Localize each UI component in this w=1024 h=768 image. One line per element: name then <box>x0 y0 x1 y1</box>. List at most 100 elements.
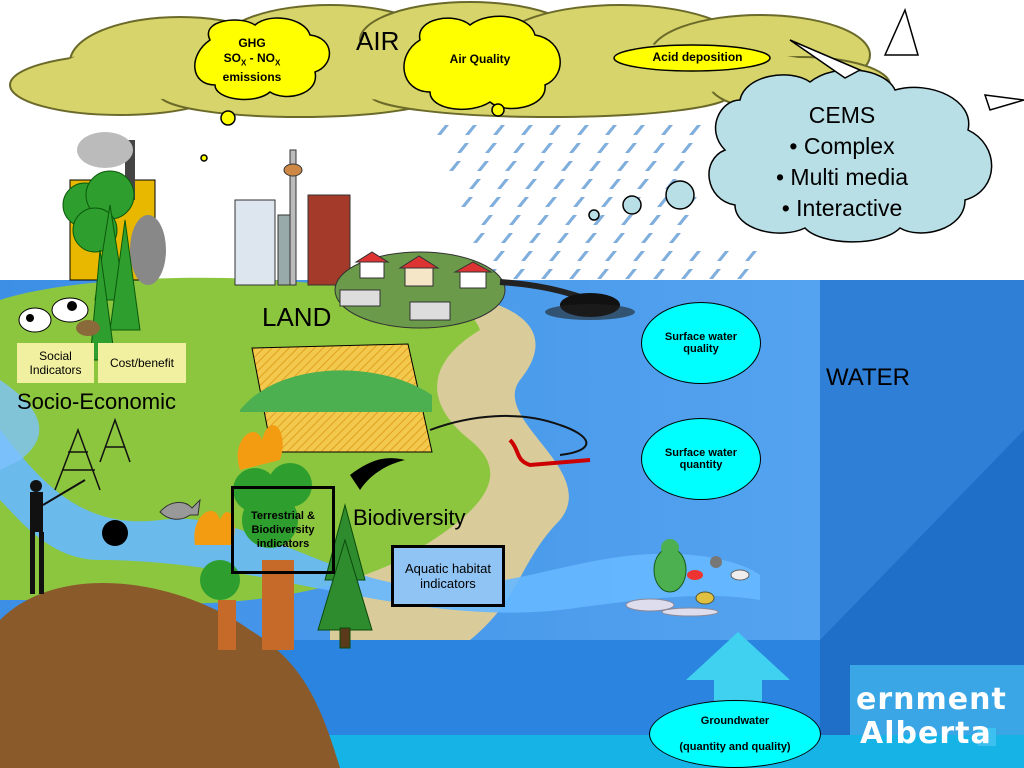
rain-drop <box>633 125 645 135</box>
rain-drop <box>597 143 609 153</box>
burning-trees <box>194 425 312 650</box>
rain-drop <box>473 233 485 243</box>
rain-drop <box>513 143 525 153</box>
ghg-line2: SOX - NOX <box>223 51 281 68</box>
rain-drop <box>461 197 473 207</box>
acid-deposition-label: Acid deposition <box>652 50 743 64</box>
biodiversity-label: Biodiversity <box>353 505 466 530</box>
rain-drop <box>621 215 633 225</box>
groundwater-arrow <box>686 632 790 735</box>
rain-drop <box>501 233 513 243</box>
rain-drop <box>465 125 477 135</box>
rain-drop <box>477 161 489 171</box>
terrestrial-label: Terrestrial & Biodiversity indicators <box>251 510 315 550</box>
rain-drop <box>541 269 553 279</box>
trees-left <box>62 170 141 361</box>
cems-item-1: • Complex <box>789 133 895 159</box>
cems-item-2: • Multi media <box>775 164 909 190</box>
rain-drop <box>601 197 613 207</box>
terrestrial-box: Terrestrial & Biodiversity indicators <box>231 486 335 574</box>
rain-drop <box>521 125 533 135</box>
surface-quantity-oval: Surface water quantity <box>641 418 761 500</box>
rain-drop <box>573 197 585 207</box>
rain-drop <box>549 125 561 135</box>
fish <box>159 498 201 520</box>
fisherman <box>30 479 86 594</box>
rain-drop <box>497 179 509 189</box>
rain-drop <box>609 179 621 189</box>
pipeline <box>499 279 635 320</box>
rain-drop <box>613 233 625 243</box>
rain-drop <box>525 179 537 189</box>
rain-drop <box>689 125 701 135</box>
rain-drop <box>605 125 617 135</box>
rain-drop <box>589 161 601 171</box>
soil-bank <box>0 582 340 768</box>
rain-drop <box>585 233 597 243</box>
aquatic-debris <box>625 539 750 617</box>
surface-quality-oval: Surface water quality <box>641 302 761 384</box>
groundwater-title: Groundwater <box>700 715 770 727</box>
rain-drop <box>653 143 665 153</box>
land-label: LAND <box>262 302 332 332</box>
rain-drop <box>493 251 505 261</box>
rain-drop <box>625 269 637 279</box>
cems-cloud <box>588 69 993 243</box>
rain-drop <box>745 251 757 261</box>
logo-line2: Alberta <box>860 716 992 751</box>
crop-field <box>240 343 433 453</box>
pollutant-ball <box>102 520 128 546</box>
yellow-clouds <box>194 15 771 162</box>
rain-drop <box>617 161 629 171</box>
rain-drop <box>737 269 749 279</box>
surface-quality-label: Surface water quality <box>664 331 738 355</box>
rain-drop <box>717 251 729 261</box>
cost-benefit-box: Cost/benefit <box>98 343 186 383</box>
rain-drop <box>561 161 573 171</box>
logo-line1: ernment <box>856 682 1007 717</box>
pine-tree <box>317 503 373 649</box>
groundwater-sub: (quantity and quality) <box>679 741 791 753</box>
bird <box>350 458 405 490</box>
rain-drop <box>649 215 661 225</box>
oil-derricks <box>54 417 131 491</box>
cems-title: CEMS <box>808 102 876 128</box>
water-label: WATER <box>826 364 910 391</box>
city-buildings <box>234 149 351 286</box>
rain-drop <box>553 179 565 189</box>
rain-drop <box>457 143 469 153</box>
government-logo <box>850 665 1024 746</box>
aquatic-box: Aquatic habitat indicators <box>391 545 505 607</box>
cost-benefit-label: Cost/benefit <box>109 356 175 370</box>
social-indicators-box: Social Indicators <box>17 343 94 383</box>
rain-drop <box>505 161 517 171</box>
rain-drop <box>577 125 589 135</box>
aquatic-label: Aquatic habitat indicators <box>404 561 491 591</box>
rain-drop <box>481 215 493 225</box>
rain-drop <box>485 143 497 153</box>
rain-drop <box>597 269 609 279</box>
rain-drop <box>673 161 685 171</box>
rain-drop <box>569 143 581 153</box>
rain-drop <box>565 215 577 225</box>
cems-item-3: • Interactive <box>781 195 903 221</box>
rain-drop <box>437 125 449 135</box>
rain-drop <box>593 215 605 225</box>
rain-drop <box>661 125 673 135</box>
rain-drop <box>581 179 593 189</box>
rain-drop <box>549 251 561 261</box>
rain-drop <box>533 161 545 171</box>
rain-drop <box>545 197 557 207</box>
discharge <box>429 414 591 468</box>
rain-drop <box>709 269 721 279</box>
social-indicators-label: Social Indicators <box>29 349 82 377</box>
rain-drop <box>641 233 653 243</box>
rain-drop <box>605 251 617 261</box>
groundwater-oval: Groundwater (quantity and quality) <box>649 700 821 768</box>
rain-drop <box>493 125 505 135</box>
rain-drop <box>557 233 569 243</box>
rain <box>437 125 757 279</box>
air-quality-label: Air Quality <box>449 52 511 66</box>
rain-drop <box>689 251 701 261</box>
